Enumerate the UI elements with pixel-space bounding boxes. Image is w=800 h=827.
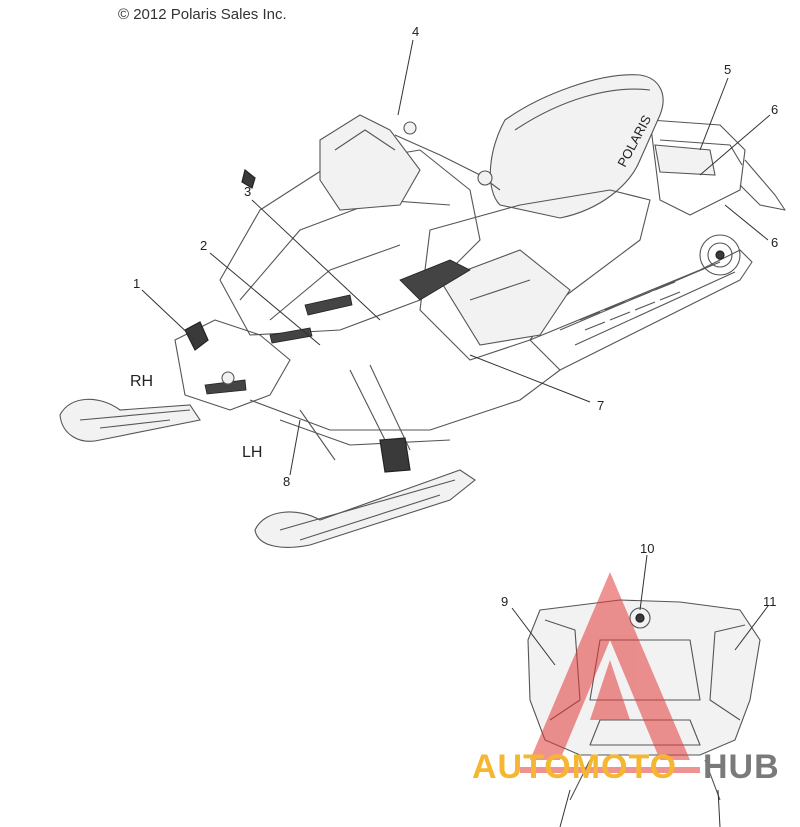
watermark-text-left: AUTOMOTO (472, 748, 677, 786)
snowmobile-illustration: POLARIS (59, 74, 786, 548)
callout-6-upper: 6 (771, 102, 778, 117)
copyright-notice: © 2012 Polaris Sales Inc. (118, 6, 287, 23)
callout-3: 3 (244, 184, 251, 199)
callout-5: 5 (724, 62, 731, 77)
lh-label: LH (242, 444, 262, 461)
callout-10: 10 (640, 541, 654, 556)
watermark-text-right: HUB (703, 748, 780, 786)
callout-8: 8 (283, 474, 290, 489)
callout-1: 1 (133, 276, 140, 291)
callouts-inset: 9 10 11 (501, 541, 777, 827)
callout-7: 7 (597, 398, 604, 413)
callout-9: 9 (501, 594, 508, 609)
callout-11: 11 (763, 594, 777, 609)
hood-vents (204, 259, 471, 395)
watermark-logo (520, 572, 700, 773)
rh-label: RH (130, 373, 153, 390)
callout-6-lower: 6 (771, 235, 778, 250)
callouts-main: 1 2 3 4 5 6 6 7 8 (133, 24, 778, 489)
callout-4: 4 (412, 24, 419, 39)
track-lugs (579, 281, 681, 331)
callout-2: 2 (200, 238, 207, 253)
